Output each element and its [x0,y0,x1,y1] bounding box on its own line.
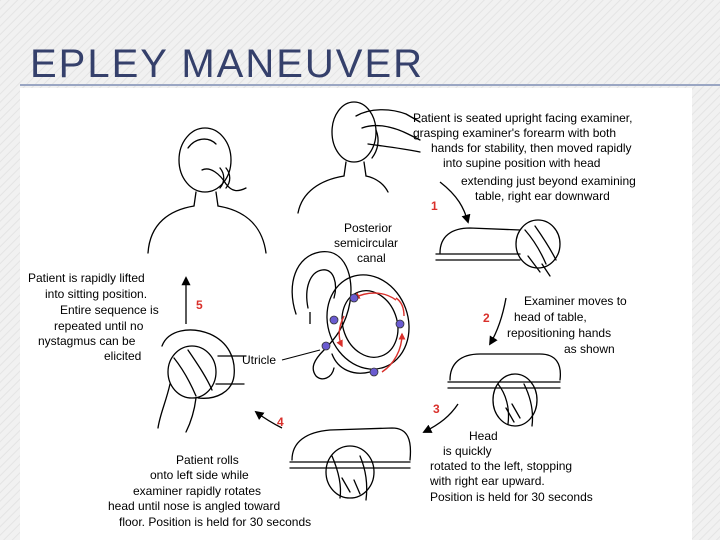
svg-text:is quickly: is quickly [443,444,492,458]
illustration-head-rotated [447,353,562,427]
svg-text:table, right ear downward: table, right ear downward [475,189,610,203]
svg-text:grasping examiner's forearm wi: grasping examiner's forearm with both [413,126,616,140]
step4-description: Patient rolls onto left side while exami… [108,453,311,529]
illustration-roll-left [289,427,412,501]
svg-text:with right ear upward.: with right ear upward. [429,474,545,488]
svg-text:Posterior: Posterior [344,221,392,235]
utricle-label: Utricle [242,353,276,367]
canal-label: Posterior semicircular canal [334,221,398,265]
svg-text:elicited: elicited [104,349,141,363]
step-number-3: 3 [433,402,440,416]
svg-text:Patient is rapidly lifted: Patient is rapidly lifted [28,271,145,285]
utricle-leader [281,349,321,361]
step-number-4: 4 [277,415,284,429]
svg-text:canal: canal [357,251,386,265]
svg-text:Entire sequence is: Entire sequence is [60,303,159,317]
svg-text:extending just beyond examinin: extending just beyond examining [461,174,636,188]
step5-description: Patient is rapidly lifted into sitting p… [28,271,159,363]
step2-description: Examiner moves to head of table, reposit… [507,294,627,356]
svg-text:semicircular: semicircular [334,236,398,250]
svg-text:head of table,: head of table, [514,310,587,324]
svg-text:examiner rapidly rotates: examiner rapidly rotates [133,484,261,498]
slide-title: EPLEY MANEUVER [30,42,425,86]
illustration-seated-patient [147,127,267,254]
svg-text:into supine position with head: into supine position with head [443,156,600,170]
sequence-arrows [181,181,507,433]
svg-text:nystagmus can be: nystagmus can be [38,334,136,348]
title-underline [20,84,720,86]
step-number-1: 1 [431,199,438,213]
svg-text:rotated to the left, stopping: rotated to the left, stopping [430,459,572,473]
svg-text:Examiner moves to: Examiner moves to [524,294,627,308]
step1-description: Patient is seated upright facing examine… [413,111,636,203]
illustration-seated-upright [297,101,421,214]
step-number-5: 5 [196,298,203,312]
svg-text:floor. Position is held for 30: floor. Position is held for 30 seconds [119,515,311,529]
svg-text:Position is held for 30 second: Position is held for 30 seconds [430,490,593,504]
svg-text:Patient rolls: Patient rolls [176,453,239,467]
svg-text:into sitting position.: into sitting position. [45,287,147,301]
epley-figure: 1 2 3 4 5 Patient is seated upright faci… [28,101,636,529]
svg-text:as shown: as shown [564,342,615,356]
svg-text:Head: Head [469,429,498,443]
svg-text:head until nose is angled towa: head until nose is angled toward [108,499,280,513]
svg-text:repeated until no: repeated until no [54,319,144,333]
svg-text:Patient is seated upright faci: Patient is seated upright facing examine… [413,111,632,125]
svg-text:onto left side while: onto left side while [150,468,249,482]
svg-text:repositioning hands: repositioning hands [507,326,611,340]
step-number-2: 2 [483,311,490,325]
inner-ear-diagram [291,251,410,380]
illustration-lifted [157,329,247,433]
figure-panel [20,88,692,540]
svg-text:hands for stability, then move: hands for stability, then moved rapidly [431,141,632,155]
otolith-particles [321,293,405,377]
step3-description: Head is quickly rotated to the left, sto… [429,429,593,504]
illustration-supine-table [435,219,561,277]
